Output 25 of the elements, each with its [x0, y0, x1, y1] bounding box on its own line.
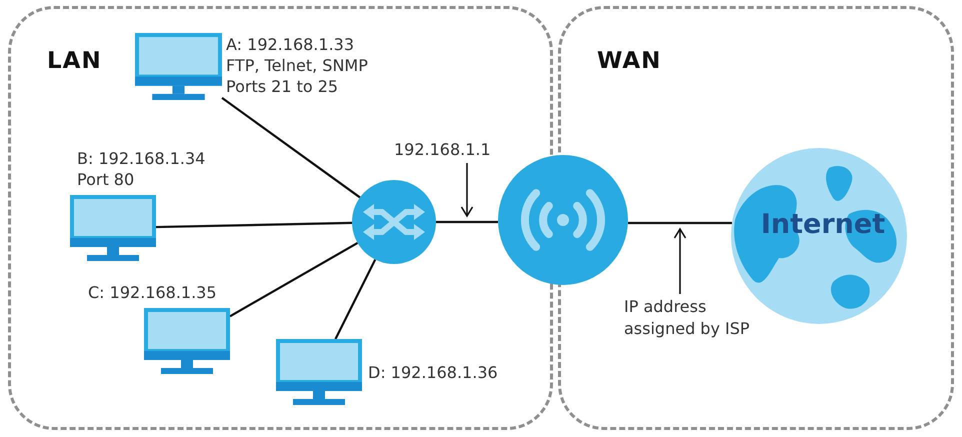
- monitor-icon: [135, 33, 222, 100]
- host-label: D: 192.168.1.36: [368, 362, 498, 383]
- wireless-router-icon: [498, 155, 628, 285]
- zone-label: WAN: [597, 47, 662, 75]
- monitor-icon: [70, 195, 156, 261]
- network-link: [221, 97, 361, 198]
- network-link: [156, 222, 352, 228]
- network-link: [436, 220, 498, 224]
- network-switch-icon: [352, 180, 436, 264]
- host-label: A: 192.168.1.33: [226, 34, 356, 55]
- host-label: B: 192.168.1.34: [77, 148, 206, 169]
- zone-label: LAN: [47, 47, 102, 75]
- monitor-icon: [144, 308, 230, 374]
- network-link: [229, 242, 358, 318]
- annotation-text: IP address assigned by ISP: [624, 296, 764, 340]
- network-link: [334, 259, 376, 340]
- host-label: FTP, Telnet, SNMP: [226, 55, 368, 76]
- leader-arrow: [674, 228, 686, 294]
- annotation-text: 192.168.1.1: [394, 139, 491, 161]
- host-label: Port 80: [77, 169, 136, 190]
- network-link: [628, 222, 732, 224]
- host-label: Ports 21 to 25: [226, 76, 340, 97]
- leader-arrow: [460, 163, 474, 217]
- monitor-icon: [276, 339, 362, 405]
- host-label: C: 192.168.1.35: [88, 282, 217, 303]
